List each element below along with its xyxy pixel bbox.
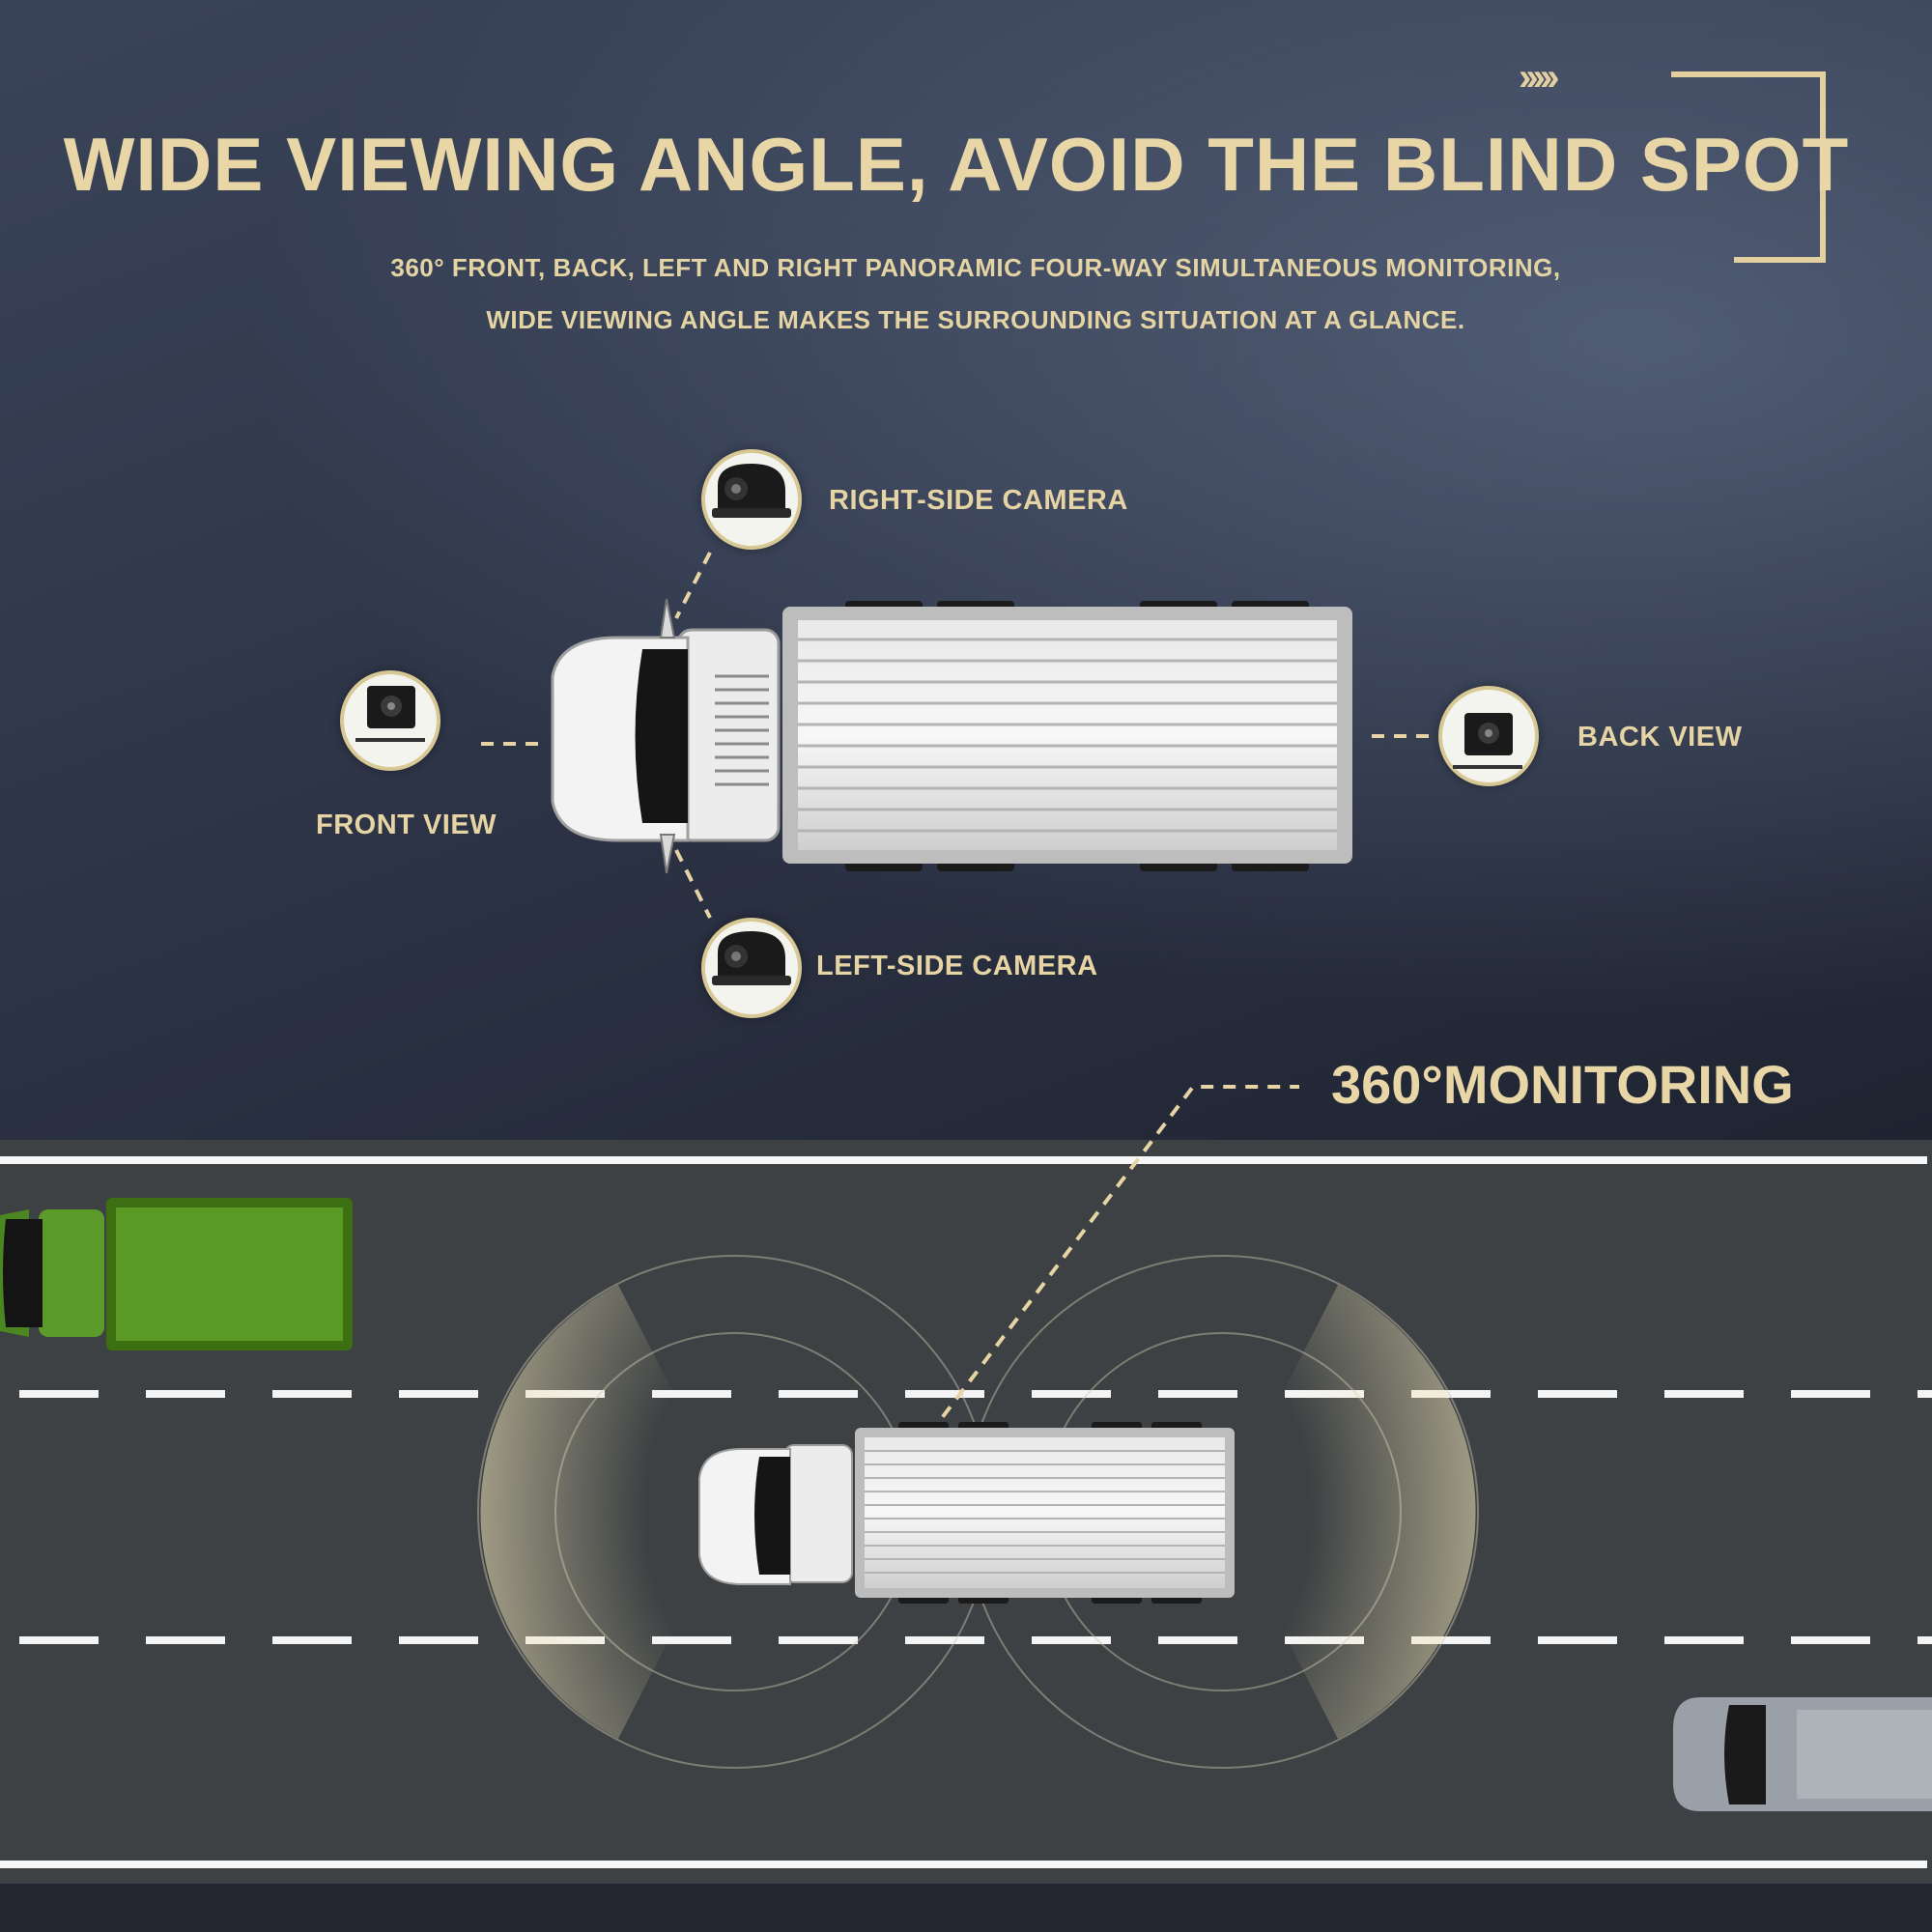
right-side-camera-label: RIGHT-SIDE CAMERA: [829, 485, 1128, 516]
back-view-label: BACK VIEW: [1577, 722, 1743, 753]
headline: WIDE VIEWING ANGLE, AVOID THE BLIND SPOT: [63, 122, 1850, 207]
front-view-label: FRONT VIEW: [316, 810, 497, 840]
grey-car: [1673, 1697, 1932, 1811]
frame-decoration-top: [1671, 71, 1826, 77]
monitoring-label: 360°MONITORING: [1331, 1054, 1794, 1115]
camera-icon: [712, 931, 791, 985]
center-truck: [698, 1422, 1235, 1604]
chevrons-decoration: ›››››: [1519, 56, 1560, 99]
camera-icon: [1453, 713, 1522, 769]
camera-icon: [355, 686, 425, 742]
frame-decoration-bottom: [1734, 257, 1826, 263]
green-truck: [0, 1198, 353, 1350]
road-edge-line-top: [0, 1156, 1927, 1164]
rear-beam: [1222, 1285, 1476, 1739]
camera-icon: [712, 464, 791, 518]
background-glow: [0, 0, 1932, 1140]
subtitle-line-1: 360° FRONT, BACK, LEFT AND RIGHT PANORAM…: [390, 253, 1561, 282]
front-beam: [480, 1285, 734, 1739]
top-truck: [551, 598, 1352, 874]
camera-leader-lines: [481, 552, 1432, 1436]
road-edge-line-bottom: [0, 1861, 1927, 1868]
bottom-strip: [0, 1884, 1932, 1932]
left-side-camera-label: LEFT-SIDE CAMERA: [816, 951, 1098, 981]
subtitle-line-2: WIDE VIEWING ANGLE MAKES THE SURROUNDING…: [486, 305, 1465, 334]
frame-decoration-right: [1820, 71, 1826, 263]
